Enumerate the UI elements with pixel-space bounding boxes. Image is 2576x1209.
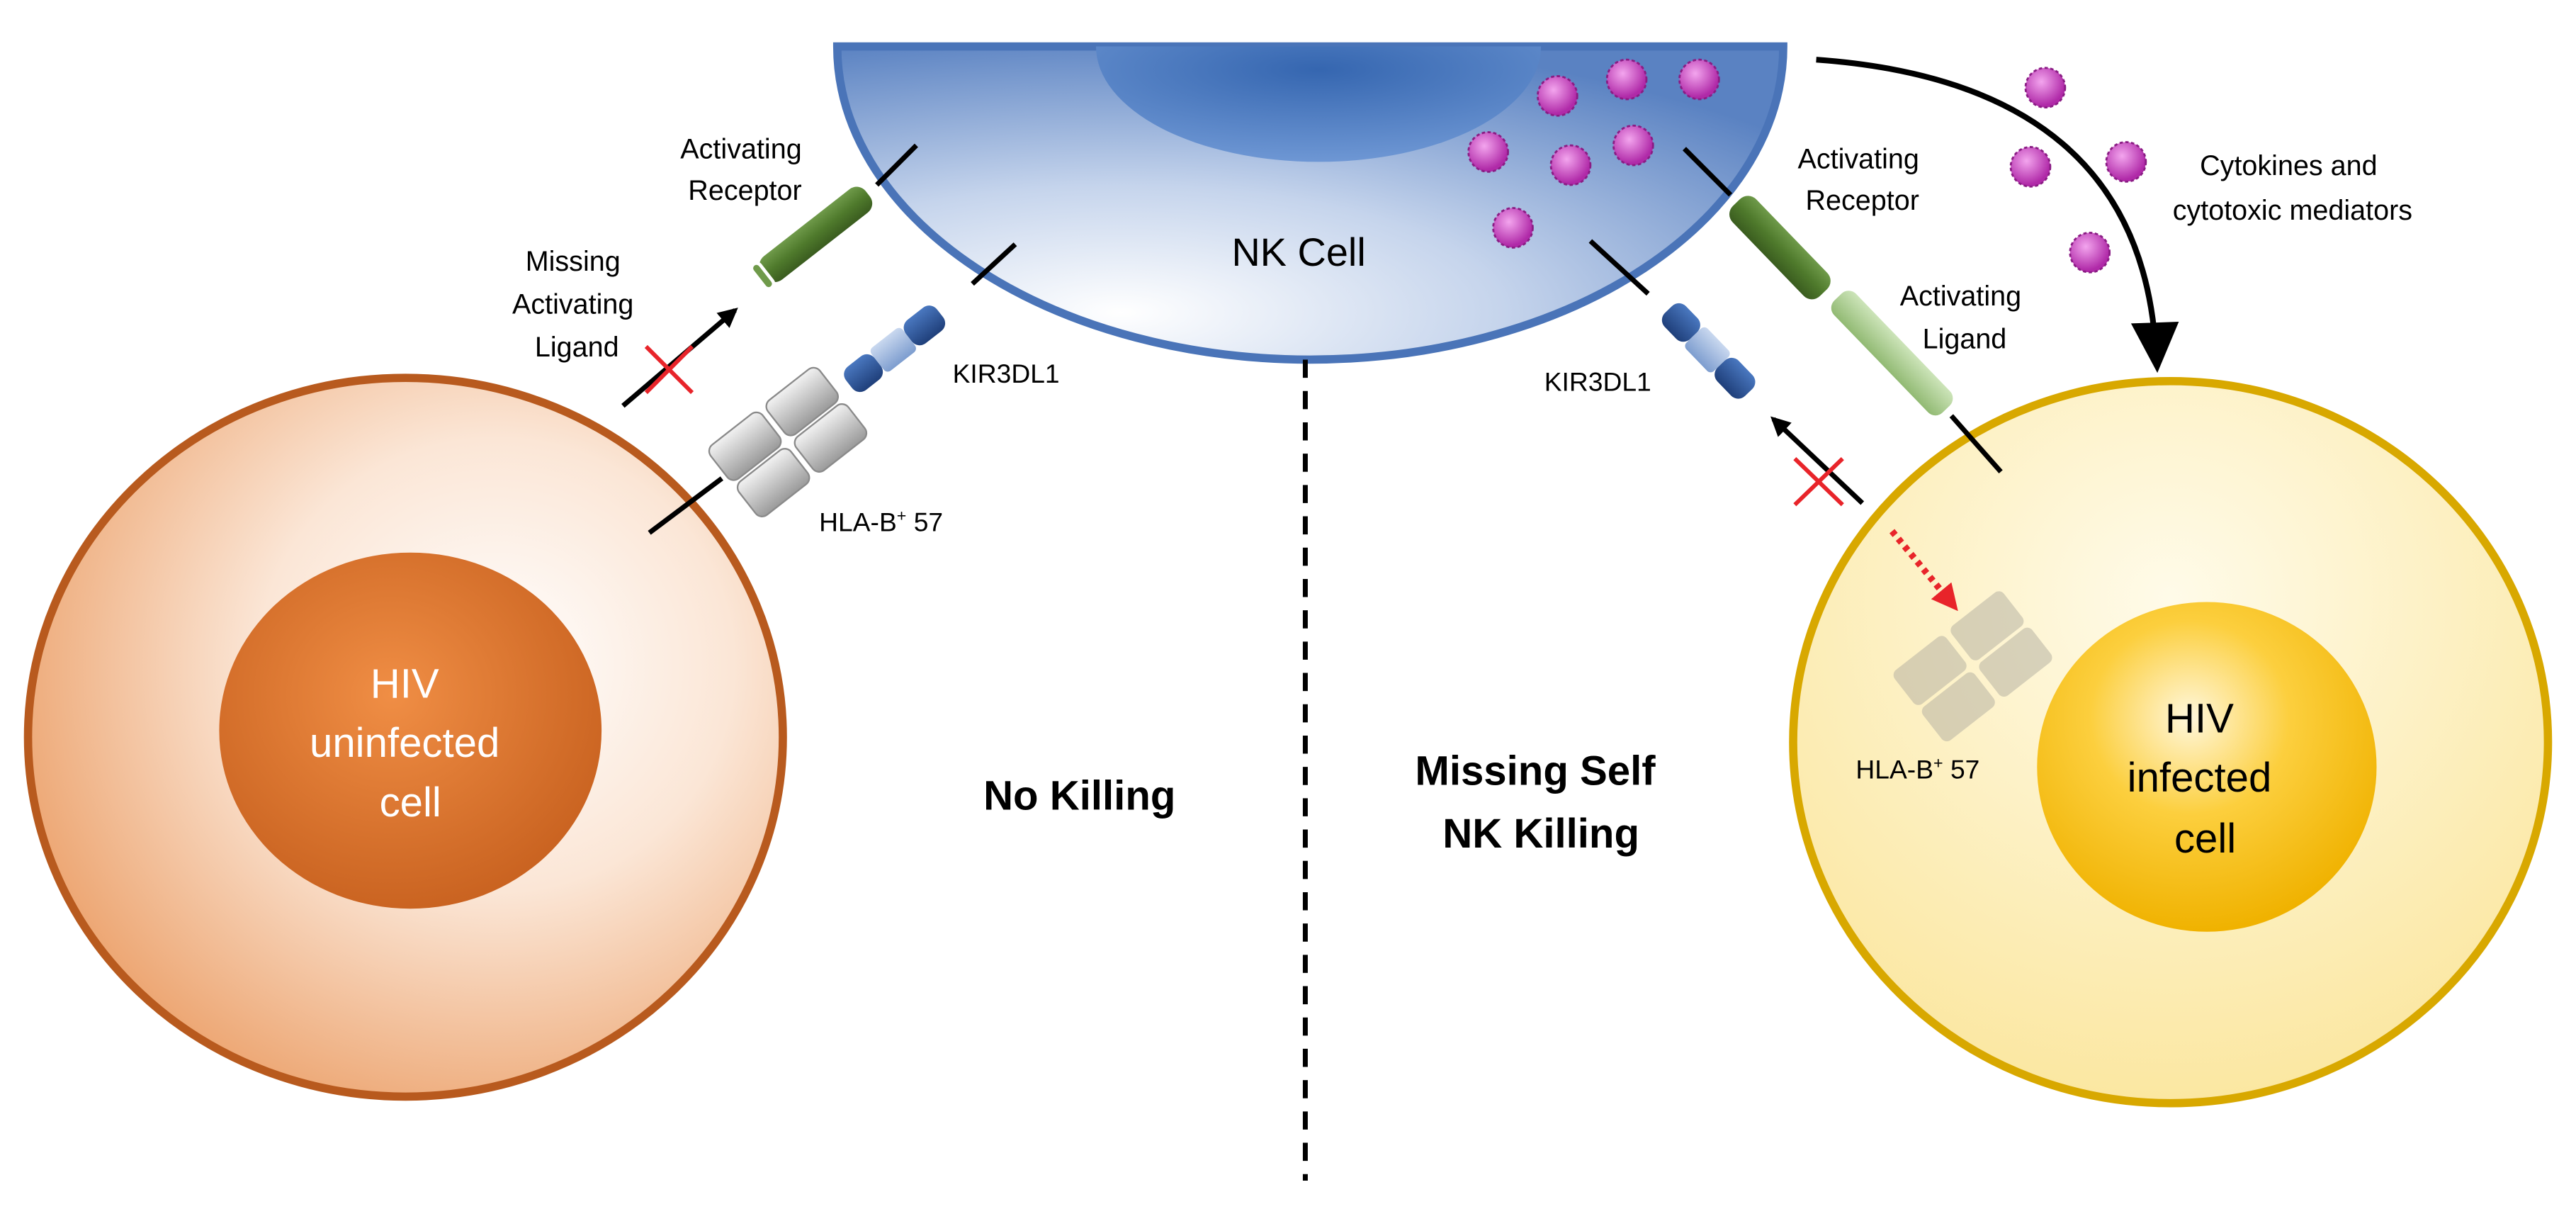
right-activating-ligand-label: Activating Ligand [1900, 281, 2029, 354]
left-ar-line2: Receptor [688, 175, 801, 206]
infected-line2: infected [2128, 755, 2272, 801]
left-kir3dl1-label: KIR3DL1 [953, 359, 1060, 388]
right-ar-line1: Activating [1798, 144, 1919, 175]
right-al-line2: Ligand [1923, 323, 2007, 354]
left-block-x-icon [644, 344, 694, 395]
left-activating-receptor [750, 143, 918, 291]
left-hla-text: HLA-B [819, 507, 897, 536]
hiv-infected-cell: HIV infected cell [1789, 376, 2553, 1108]
left-activating-receptor-label: Activating Receptor [680, 134, 809, 206]
cytokines-line2: cytotoxic mediators [2173, 195, 2412, 226]
nk-nucleus [1095, 46, 1542, 162]
uninfected-nucleus [219, 552, 602, 909]
right-hla-label: HLA-B+ 57 [1855, 753, 1979, 784]
infected-nucleus [2037, 602, 2377, 932]
infected-line1: HIV [2165, 695, 2234, 741]
missing-self-line2: NK Killing [1442, 811, 1639, 857]
left-kir3dl1-receptor [844, 242, 1017, 393]
left-hla-sup: + [897, 507, 907, 525]
cytokines-label: Cytokines and cytotoxic mediators [2173, 150, 2412, 226]
left-missing-ligand-label: Missing Activating Ligand [512, 246, 641, 363]
nk-cell-label: NK Cell [1231, 230, 1365, 274]
right-activating-receptor [1683, 147, 1831, 300]
left-ar-line1: Activating [680, 134, 801, 165]
left-hla-b57-molecule [648, 366, 868, 535]
right-hla-text: HLA-B [1855, 754, 1933, 784]
right-block-x-icon [1793, 457, 1844, 507]
uninfected-line1: HIV [371, 660, 439, 707]
left-ml-line1: Missing [526, 246, 621, 277]
right-kir3dl1-label: KIR3DL1 [1544, 367, 1651, 397]
infected-line3: cell [2174, 816, 2236, 862]
no-killing-label: No Killing [983, 773, 1175, 819]
right-missing-hla-arrow [1770, 416, 1865, 507]
right-activating-receptor-label: Activating Receptor [1798, 144, 1927, 216]
missing-self-killing-label: Missing Self NK Killing [1415, 748, 1666, 857]
left-ml-line3: Ligand [535, 332, 619, 363]
left-missing-ligand-arrow [621, 308, 738, 408]
right-activating-ligand [1829, 288, 2003, 474]
cytokines-line1: Cytokines and [2200, 150, 2378, 181]
released-cytokines [2009, 67, 2147, 274]
uninfected-line2: uninfected [310, 720, 499, 766]
missing-self-line1: Missing Self [1415, 748, 1656, 794]
uninfected-line3: cell [380, 780, 441, 826]
right-kir3dl1-receptor [1588, 239, 1756, 399]
infected-label: HIV infected cell [2128, 695, 2283, 862]
right-hla-b57-internalized [1893, 591, 2052, 742]
left-hla-label: HLA-B+ 57 [819, 507, 943, 537]
uninfected-label: HIV uninfected cell [310, 660, 511, 825]
right-hla-num: 57 [1943, 754, 1980, 784]
left-ml-line2: Activating [512, 288, 633, 320]
cytokine-release-arrow [1816, 57, 2159, 350]
hla-downregulation-arrow [1889, 529, 1958, 612]
right-ar-line2: Receptor [1806, 185, 1919, 216]
cytokine-release-arrowhead [2130, 322, 2179, 373]
hiv-uninfected-cell: HIV uninfected cell [23, 373, 787, 1101]
left-hla-num: 57 [906, 507, 943, 536]
right-hla-sup: + [1933, 753, 1943, 772]
nk-cell: NK Cell [832, 42, 1787, 364]
right-al-line1: Activating [1900, 281, 2021, 312]
